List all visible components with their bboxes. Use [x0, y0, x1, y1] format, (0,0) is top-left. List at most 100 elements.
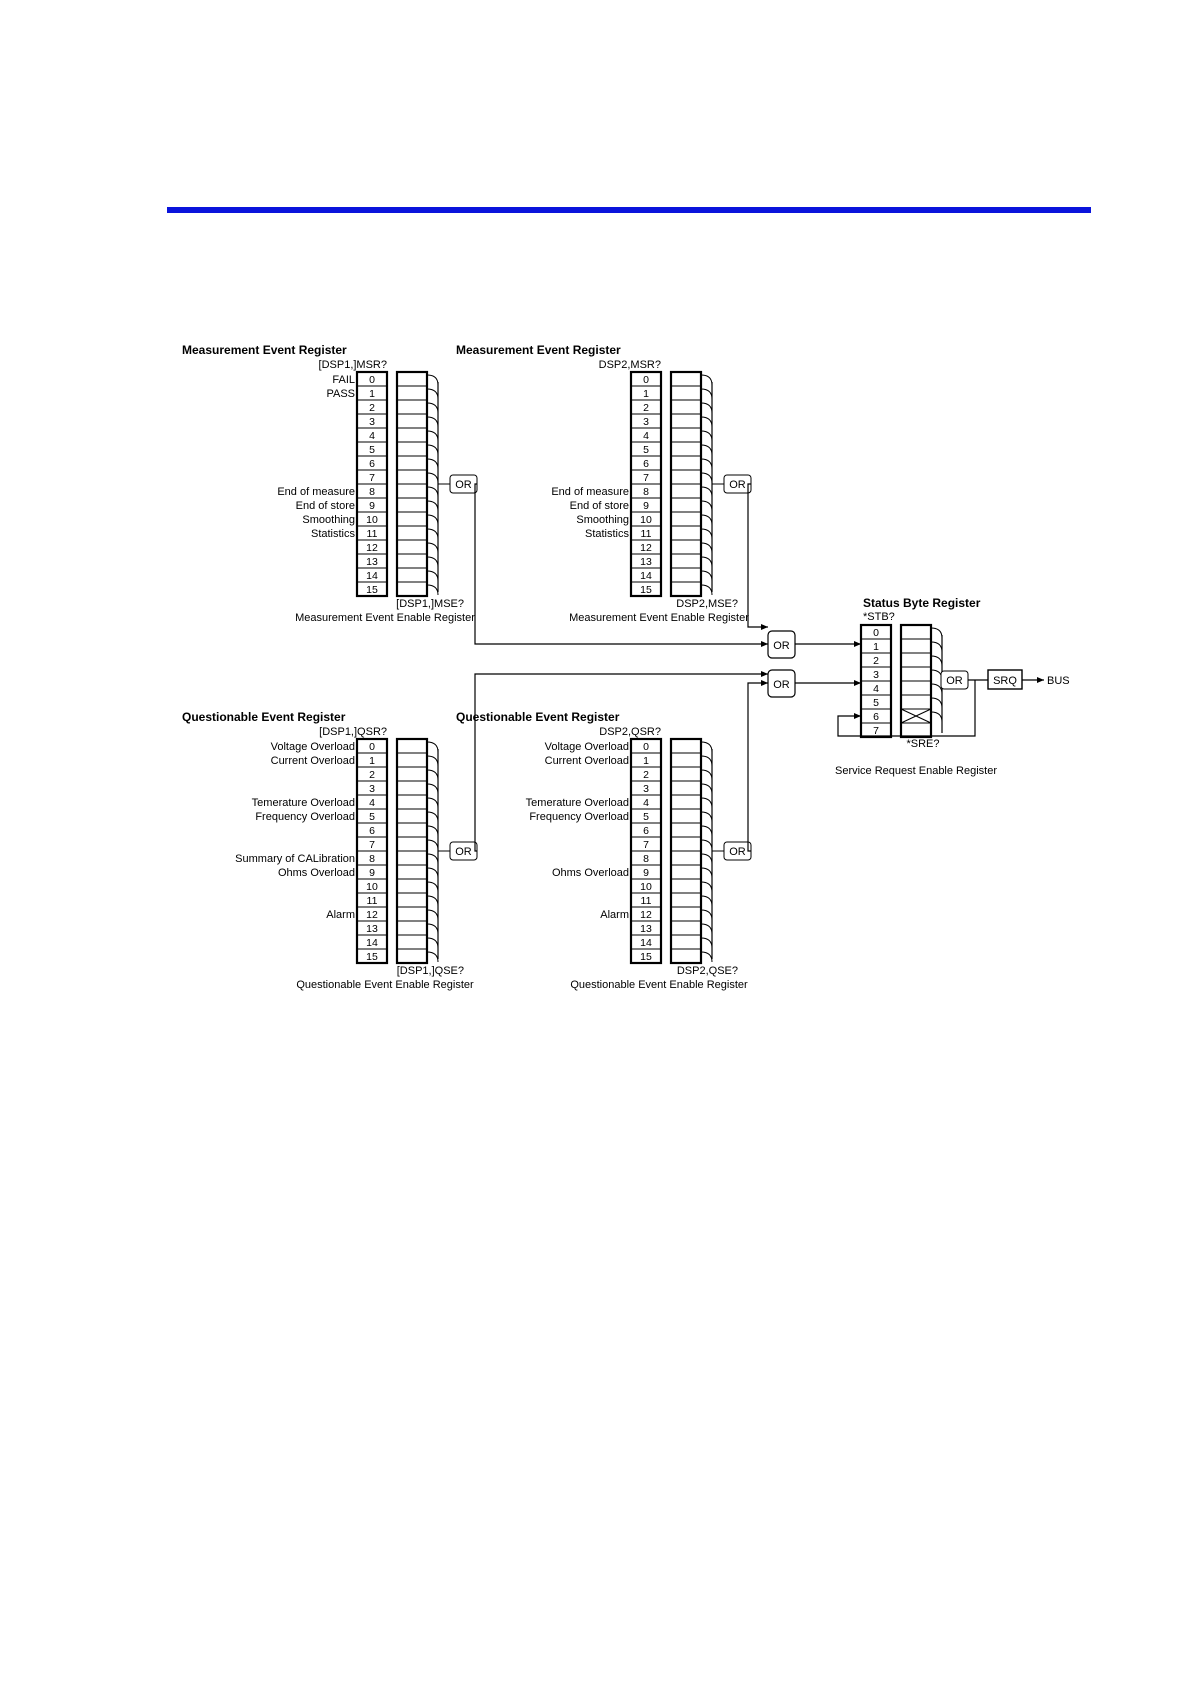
and-curve [426, 570, 439, 582]
bit-number: 3 [643, 783, 649, 795]
bit-number: 2 [369, 769, 375, 781]
enable-query: DSP2,MSE? [676, 598, 738, 610]
register-title: Measurement Event Register [182, 343, 347, 357]
status-bit-number: 5 [873, 697, 879, 709]
and-curve [426, 458, 439, 470]
and-curve [426, 584, 439, 596]
bit-number: 14 [366, 570, 378, 582]
event-register-blocks: Measurement Event Register[DSP1,]MSR?0FA… [182, 343, 752, 991]
status-bit-number: 0 [873, 627, 879, 639]
bit-label: Statistics [585, 528, 630, 540]
and-curve [700, 867, 713, 879]
enable-caption: Measurement Event Enable Register [569, 612, 749, 624]
bit-number: 7 [643, 472, 649, 484]
and-curve [700, 528, 713, 540]
and-curve [700, 430, 713, 442]
srq-label: SRQ [993, 675, 1017, 687]
sre-and-curve [930, 683, 943, 695]
enable-caption: Questionable Event Enable Register [296, 979, 474, 991]
bit-label: Current Overload [545, 755, 629, 767]
bit-number: 1 [643, 388, 649, 400]
and-curve [700, 472, 713, 484]
register-query: DSP2,MSR? [599, 359, 661, 371]
and-curve [700, 937, 713, 949]
bit-label: End of store [296, 500, 355, 512]
and-curve [426, 811, 439, 823]
bit-number: 4 [369, 430, 375, 442]
and-curve [700, 514, 713, 526]
status-or-label: OR [946, 675, 963, 687]
and-curve [700, 895, 713, 907]
event-register-block: Questionable Event Register[DSP1,]QSR?0V… [182, 710, 478, 991]
and-curve [700, 909, 713, 921]
wire-mer1 [474, 483, 768, 647]
bit-label: FAIL [332, 374, 355, 386]
sre-and-curve [930, 711, 943, 723]
bit-number: 13 [640, 556, 652, 568]
status-bit-number: 6 [873, 711, 879, 723]
bit-number: 6 [369, 458, 375, 470]
sre-bit6-cross [900, 708, 932, 724]
and-curve [426, 839, 439, 851]
bus-label: BUS [1047, 675, 1070, 687]
bit-label: PASS [326, 388, 355, 400]
bit-number: 7 [369, 839, 375, 851]
bit-label: Summary of CALibration [235, 853, 355, 865]
and-curve [426, 923, 439, 935]
bit-label: Statistics [311, 528, 356, 540]
bit-number: 7 [369, 472, 375, 484]
and-curve [700, 542, 713, 554]
and-curve [700, 570, 713, 582]
bit-number: 5 [643, 811, 649, 823]
enable-query: [DSP1,]MSE? [396, 598, 464, 610]
and-curve [700, 825, 713, 837]
and-curve [426, 867, 439, 879]
bit-number: 9 [643, 500, 649, 512]
bit-number: 0 [643, 741, 649, 753]
and-curve [426, 416, 439, 428]
bit-number: 10 [640, 514, 652, 526]
and-curve [426, 556, 439, 568]
bit-number: 3 [369, 416, 375, 428]
bit-label: End of measure [551, 486, 629, 498]
enable-caption: Measurement Event Enable Register [295, 612, 475, 624]
bit-number: 1 [369, 755, 375, 767]
sre-caption: Service Request Enable Register [835, 765, 997, 777]
bit-label: Ohms Overload [278, 867, 355, 879]
bit-number: 14 [640, 937, 652, 949]
bit-number: 0 [369, 374, 375, 386]
and-curve [426, 500, 439, 512]
and-curve [700, 853, 713, 865]
and-curve [700, 951, 713, 963]
and-curve [426, 825, 439, 837]
bit-number: 15 [366, 951, 378, 963]
wire-qer2 [747, 680, 768, 852]
bit-label: Temerature Overload [526, 797, 629, 809]
bit-number: 8 [643, 853, 649, 865]
bit-number: 7 [643, 839, 649, 851]
bit-number: 8 [369, 486, 375, 498]
sre-and-curve [930, 627, 943, 639]
and-curve [426, 472, 439, 484]
bit-number: 4 [643, 797, 649, 809]
bit-number: 5 [369, 811, 375, 823]
and-curve [700, 458, 713, 470]
event-register-block: Questionable Event RegisterDSP2,QSR?0Vol… [456, 710, 752, 991]
connection-wires [474, 483, 1044, 852]
sre-and-curve [930, 655, 943, 667]
bit-number: 5 [643, 444, 649, 456]
register-title: Questionable Event Register [182, 710, 346, 724]
bit-number: 6 [643, 458, 649, 470]
bit-number: 8 [369, 853, 375, 865]
bit-number: 11 [367, 895, 378, 907]
bit-number: 0 [643, 374, 649, 386]
bit-number: 13 [366, 556, 378, 568]
bit-number: 12 [640, 909, 652, 921]
status-byte-title: Status Byte Register [863, 596, 981, 610]
bit-number: 9 [369, 867, 375, 879]
bit-label: Alarm [600, 909, 629, 921]
bit-number: 10 [366, 514, 378, 526]
and-curve [426, 797, 439, 809]
